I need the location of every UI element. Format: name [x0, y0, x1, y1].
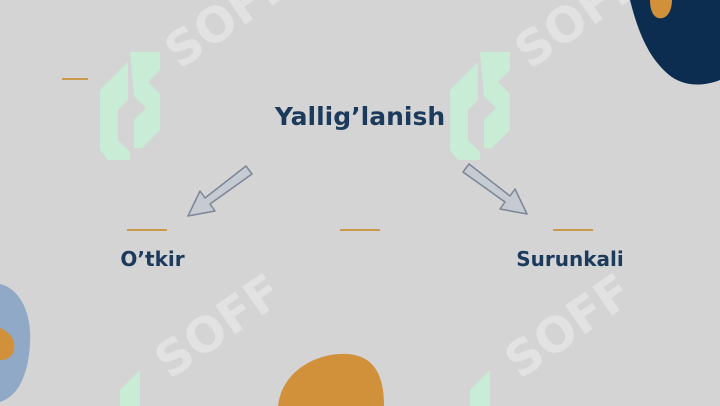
diagram-title: Yallig’lanish	[274, 102, 446, 131]
dash-right	[553, 229, 593, 231]
blue-left-blob	[0, 284, 31, 402]
arrow-left	[187, 165, 253, 217]
svg-text:SOFF: SOFF	[145, 270, 293, 390]
navy-corner-blob	[630, 0, 720, 85]
watermark-logo-top-right: SOFF	[450, 0, 630, 160]
orange-bottom-blob	[278, 353, 384, 406]
dash-top-left	[62, 78, 88, 80]
svg-text:SOFF: SOFF	[505, 0, 630, 80]
arrow-right	[462, 163, 528, 215]
dash-center	[340, 229, 380, 231]
branch-label-left: O’tkir	[120, 247, 185, 271]
dash-left	[127, 229, 167, 231]
watermark-logo-bottom-right: SOFF	[470, 270, 643, 406]
svg-text:SOFF: SOFF	[495, 270, 643, 390]
svg-text:SOFF: SOFF	[155, 0, 280, 80]
watermark-logo-top-left: SOFF	[100, 0, 280, 160]
branch-label-right: Surunkali	[516, 247, 624, 271]
watermark-logo-bottom-left: SOFF	[120, 270, 293, 406]
